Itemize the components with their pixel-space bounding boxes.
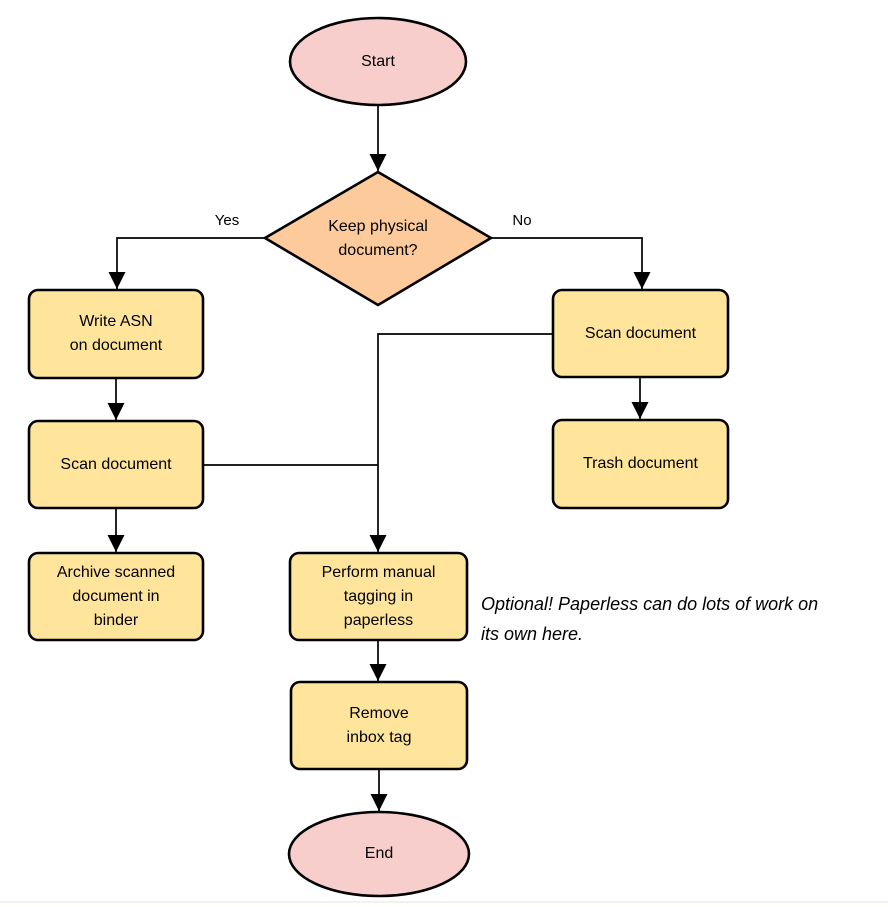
- node-remove-inbox-label: Remove inbox tag: [346, 704, 412, 746]
- edge-scan-right-to-tagging: [369, 333, 553, 552]
- node-end-label: End: [364, 845, 394, 862]
- node-decision-label: Keep physical document?: [328, 217, 428, 259]
- node-start-label: Start: [361, 52, 395, 70]
- node-start-shape: [288, 16, 468, 107]
- node-end-shape: [287, 810, 471, 898]
- branch-yes-label: Yes: [214, 212, 240, 229]
- node-trash-label: Trash document: [582, 455, 698, 472]
- node-scan-right-shape: [551, 288, 730, 379]
- optional-annotation: Optional! Paperless can do lots of work …: [481, 594, 819, 644]
- node-write-asn-label: Write ASN on document: [69, 313, 163, 354]
- node-scan-right-label: Scan document: [584, 324, 697, 342]
- page-bottom-divider: [0, 901, 888, 903]
- node-remove-inbox-shape: [289, 680, 469, 771]
- edge-decision-no-to-scan-right: [491, 237, 651, 289]
- node-archive-shape: [27, 551, 205, 642]
- node-tagging-shape: [288, 551, 469, 642]
- edge-decision-yes-to-write-asn: [108, 237, 265, 289]
- node-scan-left-shape: [27, 419, 205, 510]
- node-write-asn-shape: [27, 288, 205, 380]
- node-trash-shape: [551, 418, 730, 510]
- branch-no-label: No: [512, 212, 532, 229]
- node-archive-label: Archive scanned document in binder: [56, 563, 176, 629]
- node-scan-left-label: Scan document: [60, 455, 172, 473]
- node-tagging-label: Perform manual tagging in paperless: [321, 563, 436, 629]
- node-decision-shape: [262, 170, 494, 307]
